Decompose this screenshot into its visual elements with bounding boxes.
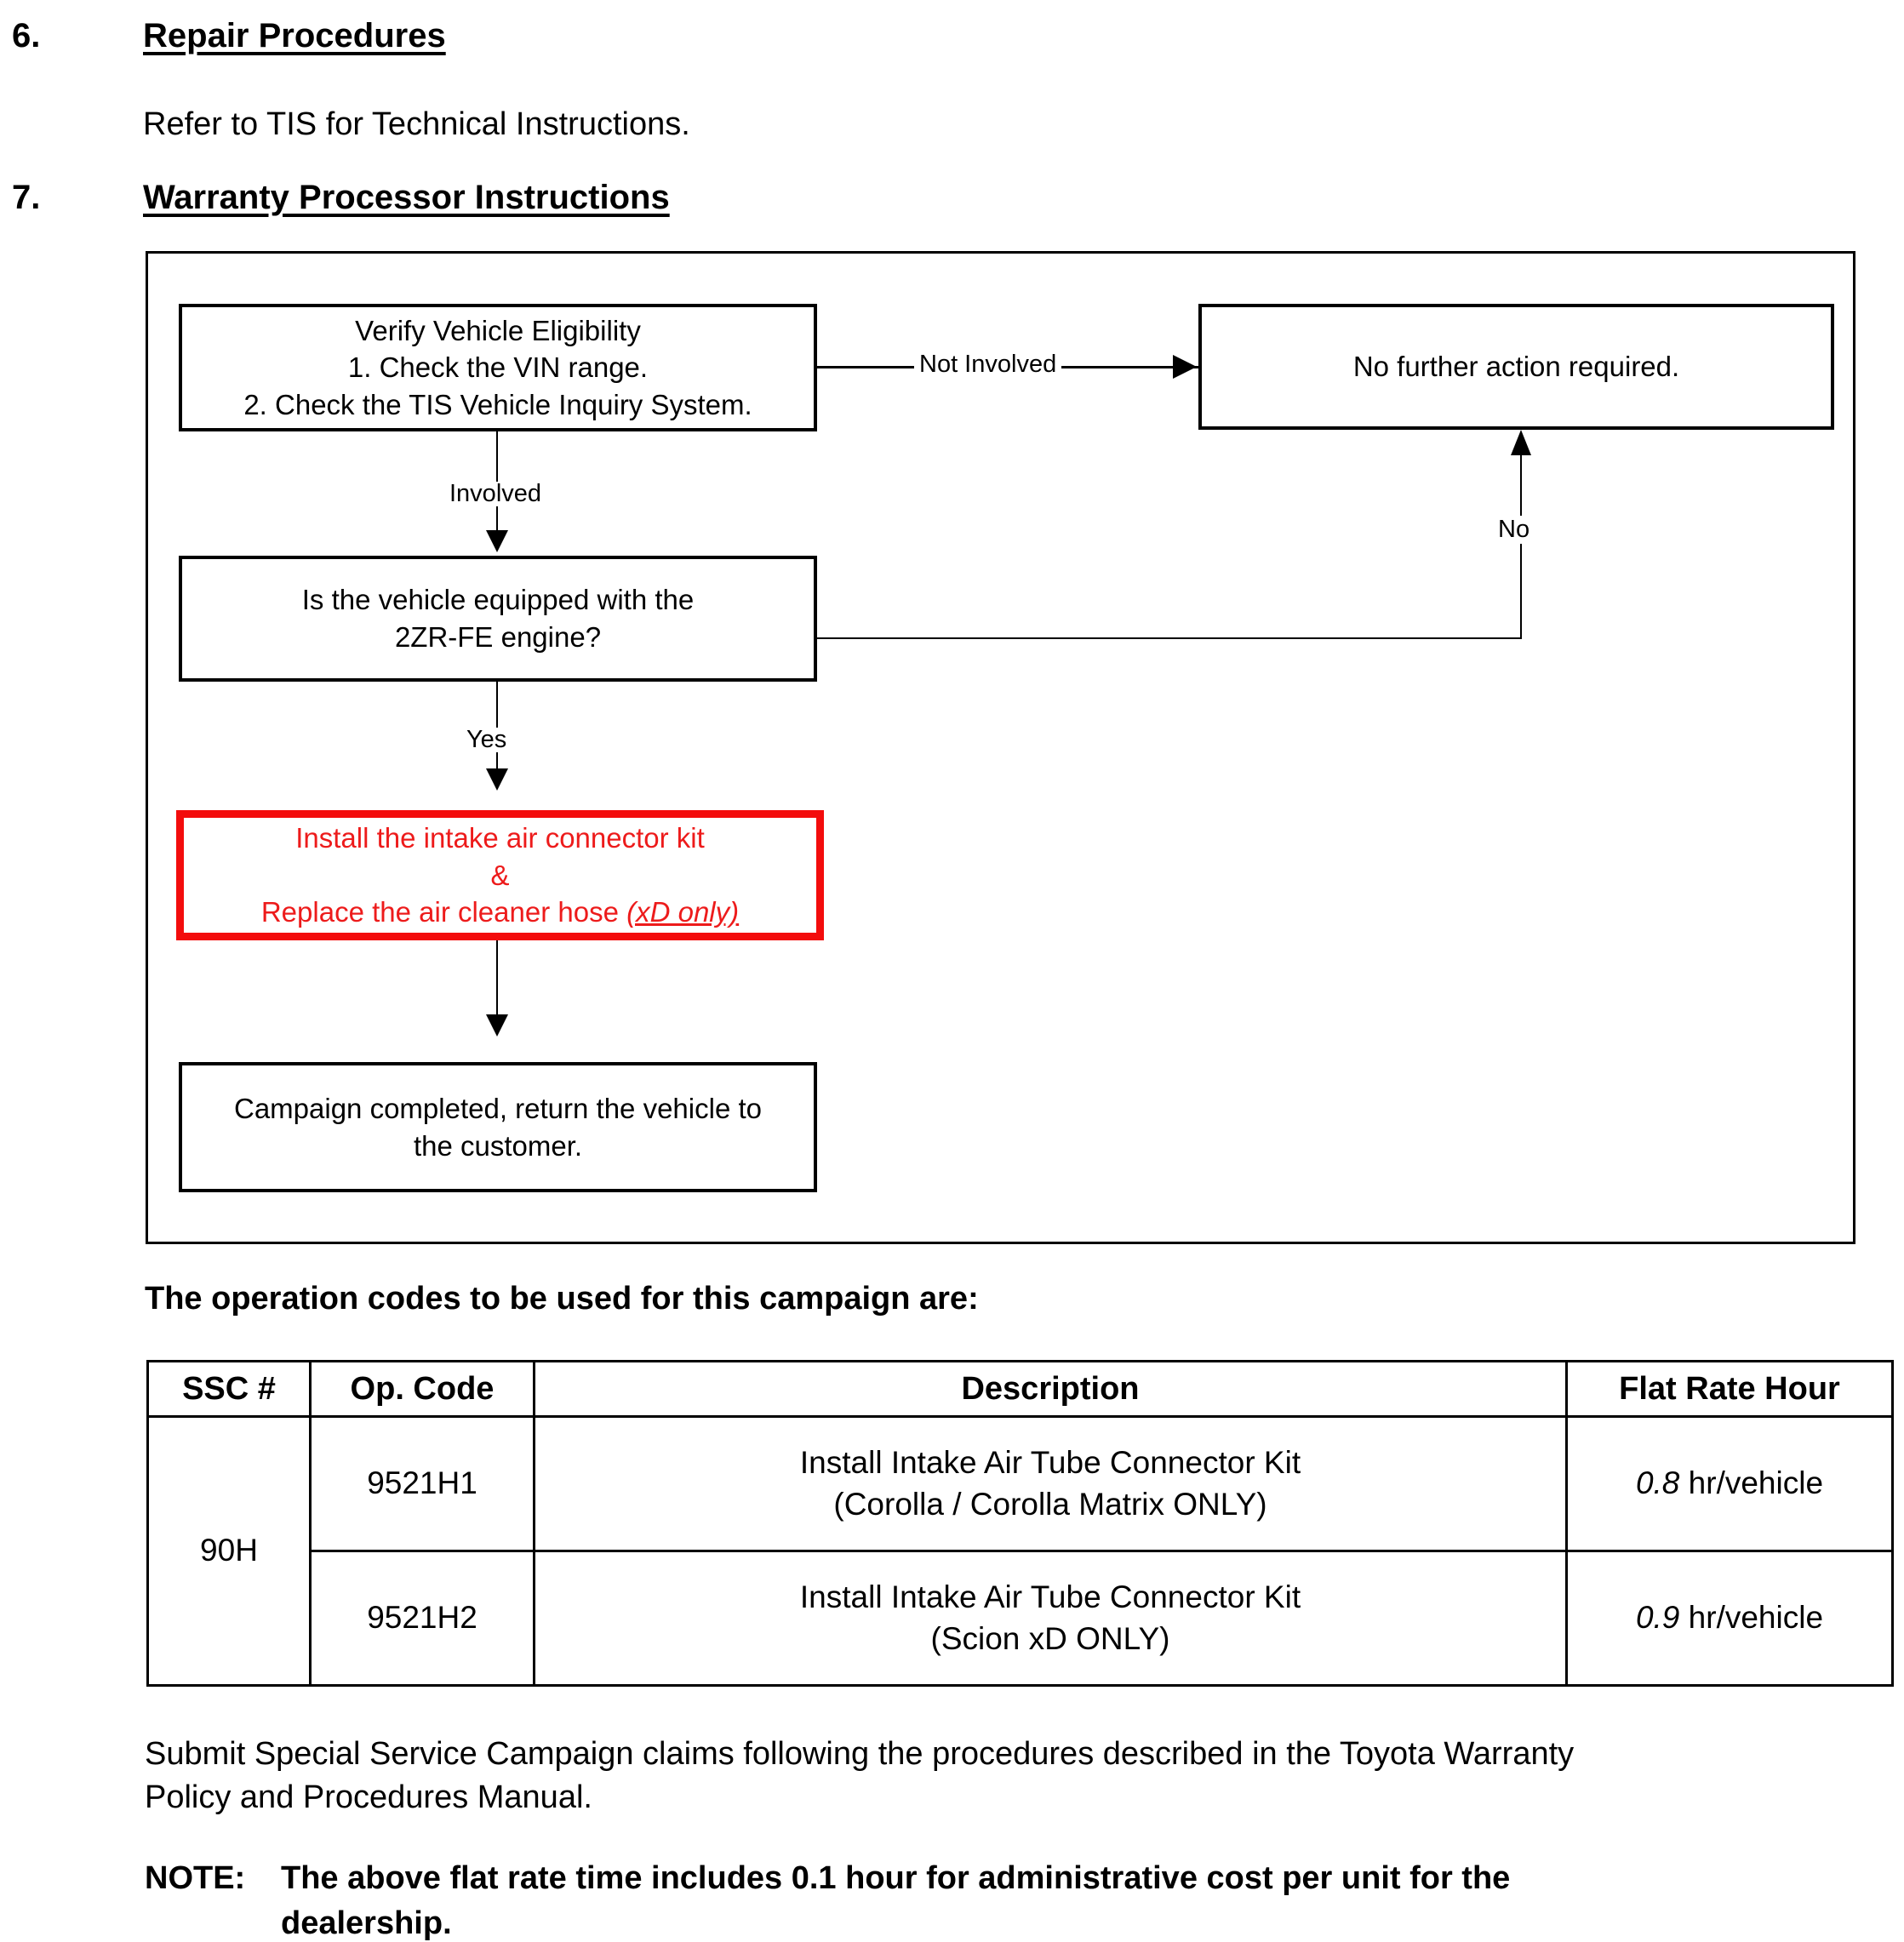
verify-line-2: 1. Check the VIN range. xyxy=(347,351,649,384)
submit-claims-line-2: Policy and Procedures Manual. xyxy=(145,1779,592,1815)
cell-flat-rate-2: 0.9 hr/vehicle xyxy=(1565,1550,1894,1687)
description-2-line-1: Install Intake Air Tube Connector Kit xyxy=(799,1579,1301,1615)
op-codes-table: SSC # Op. Code Description Flat Rate Hou… xyxy=(146,1360,1894,1687)
arrow-up-icon xyxy=(1511,430,1531,455)
arrow-down-icon xyxy=(486,530,508,552)
edge-label-involved: Involved xyxy=(443,482,549,506)
verify-line-1: Verify Vehicle Eligibility xyxy=(355,314,641,346)
description-2-line-2: (Scion xD ONLY) xyxy=(930,1620,1170,1656)
flat-rate-2-unit: hr/vehicle xyxy=(1679,1600,1824,1636)
submit-claims-line-1: Submit Special Service Campaign claims f… xyxy=(145,1736,1575,1772)
install-kit-line-2: & xyxy=(490,859,510,891)
install-kit-line-1: Install the intake air connector kit xyxy=(295,822,705,854)
table-row: 9521H2 Install Intake Air Tube Connector… xyxy=(148,1550,1894,1687)
install-kit-xd-only: (xD only) xyxy=(626,896,740,928)
no-action-text: No further action required. xyxy=(1352,351,1680,383)
header-op-code: Op. Code xyxy=(309,1360,535,1418)
note-line-1: The above flat rate time includes 0.1 ho… xyxy=(281,1860,1511,1896)
header-description: Description xyxy=(533,1360,1568,1418)
flowchart-box-no-further-action: No further action required. xyxy=(1198,304,1834,430)
cell-description-2: Install Intake Air Tube Connector Kit (S… xyxy=(533,1550,1568,1687)
engine-question-line-2: 2ZR-FE engine? xyxy=(394,621,602,653)
cell-ssc-number: 90H xyxy=(146,1415,312,1687)
edge-label-not-involved: Not Involved xyxy=(914,352,1062,377)
completed-line-1: Campaign completed, return the vehicle t… xyxy=(233,1092,762,1124)
edge-label-yes: Yes xyxy=(460,728,514,752)
section-7-title: Warranty Processor Instructions xyxy=(143,179,670,216)
arrow-right-icon xyxy=(1173,355,1197,379)
verify-line-3: 2. Check the TIS Vehicle Inquiry System. xyxy=(243,388,752,420)
edge-to-completed-line xyxy=(496,940,498,1030)
header-flat-rate-hour: Flat Rate Hour xyxy=(1565,1360,1894,1418)
cell-description-1: Install Intake Air Tube Connector Kit (C… xyxy=(533,1415,1568,1552)
table-row: 90H 9521H1 Install Intake Air Tube Conne… xyxy=(146,1415,1894,1687)
description-1-line-1: Install Intake Air Tube Connector Kit xyxy=(799,1445,1301,1481)
cell-flat-rate-1: 0.8 hr/vehicle xyxy=(1565,1415,1894,1552)
flowchart-box-engine-question: Is the vehicle equipped with the 2ZR-FE … xyxy=(179,556,817,682)
section-6-number: 6. xyxy=(12,17,41,54)
warranty-flowchart xyxy=(146,251,1855,1244)
edge-label-no: No xyxy=(1491,516,1537,544)
note-line-2: dealership. xyxy=(281,1905,452,1941)
arrow-down-icon-2 xyxy=(486,768,508,791)
op-codes-intro: The operation codes to be used for this … xyxy=(145,1281,979,1317)
header-ssc: SSC # xyxy=(146,1360,312,1418)
section-6-title: Repair Procedures xyxy=(143,17,446,54)
cell-op-code-2: 9521H2 xyxy=(309,1550,535,1687)
install-kit-line-3: Replace the air cleaner hose (xD only) xyxy=(261,894,739,931)
section-7-number: 7. xyxy=(12,179,41,216)
edge-no-horizontal xyxy=(817,637,1522,639)
edge-no-vertical xyxy=(1520,454,1522,639)
description-1-line-2: (Corolla / Corolla Matrix ONLY) xyxy=(833,1486,1267,1522)
cell-op-code-1: 9521H1 xyxy=(309,1415,535,1552)
flowchart-box-campaign-completed: Campaign completed, return the vehicle t… xyxy=(179,1062,817,1192)
flowchart-box-install-kit: Install the intake air connector kit & R… xyxy=(176,810,824,940)
completed-line-2: the customer. xyxy=(413,1129,583,1162)
flowchart-box-verify-eligibility: Verify Vehicle Eligibility 1. Check the … xyxy=(179,304,817,431)
flat-rate-2-value: 0.9 xyxy=(1635,1600,1680,1636)
install-kit-line-3-text: Replace the air cleaner hose xyxy=(260,896,627,928)
note-label: NOTE: xyxy=(145,1860,246,1896)
engine-question-line-1: Is the vehicle equipped with the xyxy=(301,584,695,616)
arrow-down-icon-3 xyxy=(486,1014,508,1037)
flat-rate-1-value: 0.8 xyxy=(1635,1465,1680,1501)
flat-rate-1-unit: hr/vehicle xyxy=(1679,1465,1824,1501)
table-header-row: SSC # Op. Code Description Flat Rate Hou… xyxy=(146,1360,1894,1418)
section-6-body: Refer to TIS for Technical Instructions. xyxy=(143,106,690,142)
